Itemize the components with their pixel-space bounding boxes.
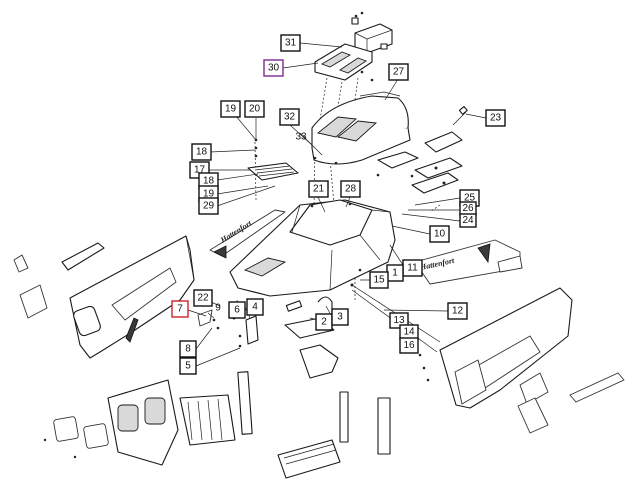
callout-14: 14 <box>399 324 419 340</box>
svg-text:33: 33 <box>295 132 307 143</box>
svg-text:19: 19 <box>203 189 215 200</box>
svg-text:6: 6 <box>234 305 240 316</box>
svg-text:26: 26 <box>462 203 474 214</box>
svg-text:30: 30 <box>268 63 280 74</box>
svg-text:28: 28 <box>345 184 357 195</box>
callout-23: 23 <box>485 109 506 127</box>
callout-19-top: 19 <box>220 100 241 118</box>
svg-text:19: 19 <box>225 104 237 115</box>
svg-text:1: 1 <box>392 268 398 279</box>
svg-text:14: 14 <box>403 327 415 338</box>
center-bracket <box>284 296 339 379</box>
top-mounting-bracket <box>351 11 393 54</box>
svg-text:21: 21 <box>313 184 325 195</box>
callout-12: 12 <box>447 302 468 320</box>
headlight-bezels <box>43 416 109 459</box>
callout-6: 6 <box>228 301 246 319</box>
svg-text:15: 15 <box>373 275 385 286</box>
svg-text:18: 18 <box>196 147 208 158</box>
callout-21: 21 <box>308 180 329 198</box>
svg-text:13: 13 <box>393 315 405 326</box>
callout-27: 27 <box>388 63 409 81</box>
callout-22: 22 <box>193 289 213 307</box>
callout-30: 30 <box>263 59 284 77</box>
svg-text:3: 3 <box>337 312 343 323</box>
right-side-panel <box>418 287 625 434</box>
top-grille-panel <box>247 138 299 181</box>
svg-text:8: 8 <box>185 344 191 355</box>
svg-text:18: 18 <box>203 176 215 187</box>
svg-text:23: 23 <box>490 113 502 124</box>
roof-vent-frame <box>314 43 374 82</box>
callout-9: 9 <box>215 303 221 314</box>
left-side-panel <box>13 235 195 359</box>
callout-31: 31 <box>280 34 301 52</box>
callout-32: 32 <box>279 108 300 126</box>
callout-18-mid: 18 <box>198 172 219 190</box>
callout-8: 8 <box>179 340 197 358</box>
main-hood <box>229 199 396 297</box>
svg-text:9: 9 <box>215 303 221 314</box>
front-grille <box>107 379 236 466</box>
hood-decal-right: Hattenfort <box>414 239 523 285</box>
svg-text:24: 24 <box>462 215 474 226</box>
svg-text:12: 12 <box>452 306 464 317</box>
callout-33: 33 <box>295 132 307 143</box>
svg-text:4: 4 <box>252 302 258 313</box>
svg-text:20: 20 <box>249 104 261 115</box>
svg-text:11: 11 <box>407 263 418 274</box>
callout-18-top: 18 <box>191 143 212 161</box>
svg-text:7: 7 <box>177 304 183 315</box>
callout-24: 24 <box>459 213 477 228</box>
svg-text:31: 31 <box>285 38 297 49</box>
svg-text:10: 10 <box>434 229 446 240</box>
callout-10: 10 <box>429 225 450 243</box>
svg-text:29: 29 <box>203 201 215 212</box>
roof-cover <box>311 91 411 165</box>
callout-5: 5 <box>179 357 197 375</box>
callout-29: 29 <box>198 197 219 215</box>
svg-text:2: 2 <box>321 317 327 328</box>
callout-7: 7 <box>171 300 189 318</box>
callout-2: 2 <box>315 313 333 331</box>
callout-11: 11 <box>402 259 423 277</box>
svg-text:22: 22 <box>197 293 209 304</box>
callout-13: 13 <box>389 312 409 329</box>
linkage-parts <box>197 309 259 348</box>
callout-labels: 31 30 27 19 20 32 33 23 18 17 18 19 29 2… <box>171 34 506 375</box>
hinge-plates <box>376 131 463 194</box>
svg-text:32: 32 <box>284 112 296 123</box>
callout-1: 1 <box>386 264 404 282</box>
callout-20: 20 <box>244 100 265 118</box>
callout-3: 3 <box>331 308 349 326</box>
callout-28: 28 <box>340 180 361 198</box>
floor-plate <box>277 439 341 479</box>
small-pin <box>452 105 468 126</box>
svg-text:27: 27 <box>393 67 405 78</box>
svg-text:25: 25 <box>464 193 476 204</box>
svg-text:16: 16 <box>403 340 415 351</box>
callout-26: 26 <box>459 201 477 216</box>
svg-text:5: 5 <box>185 361 191 372</box>
vertical-posts <box>237 371 391 455</box>
svg-text:17: 17 <box>194 165 206 176</box>
callout-4: 4 <box>246 298 264 316</box>
callout-16: 16 <box>399 337 419 354</box>
callout-15: 15 <box>369 271 389 289</box>
